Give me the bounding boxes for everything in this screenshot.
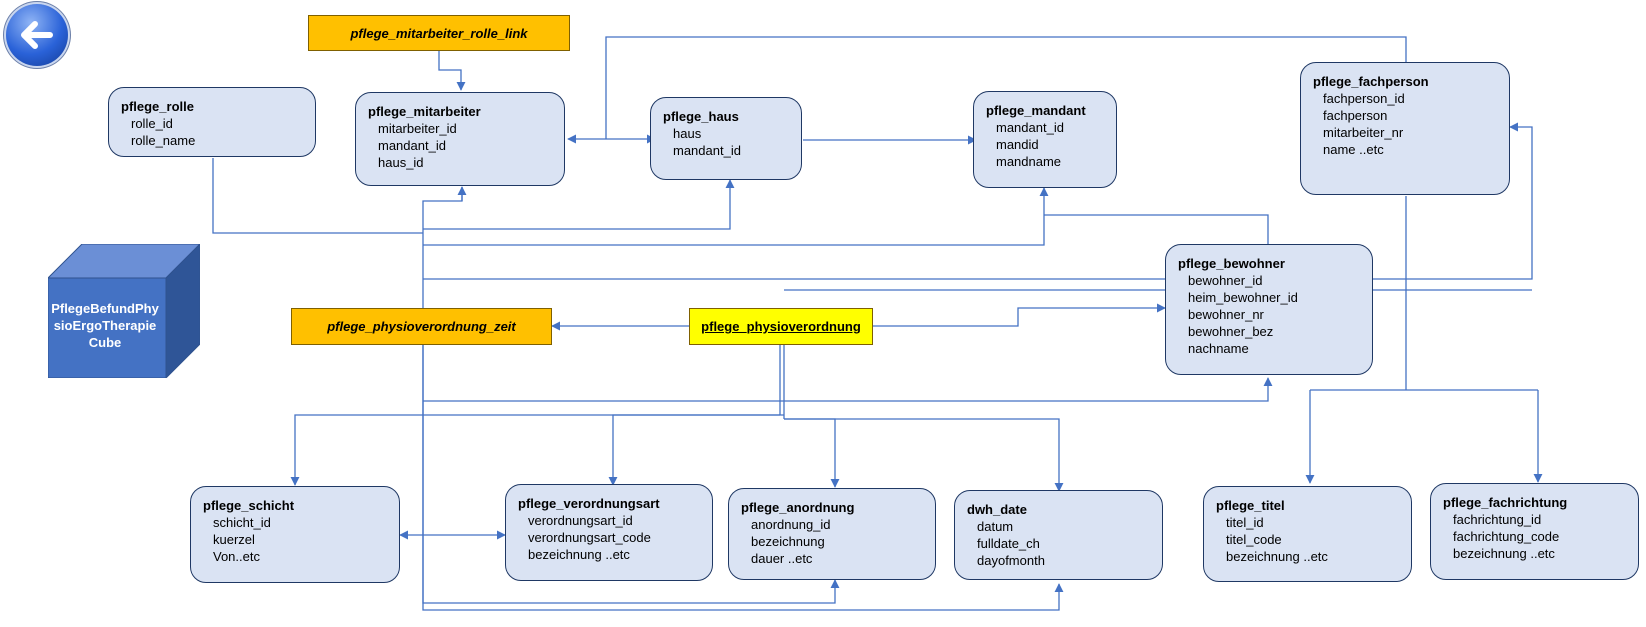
table-field: rolle_name (131, 133, 196, 148)
table-field: verordnungsart_code (528, 530, 651, 545)
table-field: heim_bewohner_id (1188, 290, 1298, 305)
table-field: bewohner_bez (1188, 324, 1274, 339)
table-field: fachrichtung_code (1453, 529, 1560, 544)
mitarbeiter-rolle-link-label: pflege_mitarbeiter_rolle_link (308, 15, 570, 51)
table-field: datum (977, 519, 1014, 534)
table-field: titel_id (1226, 515, 1264, 530)
table-field: fachperson (1323, 108, 1388, 123)
table-title: pflege_anordnung (741, 500, 855, 515)
table-field: rolle_id (131, 116, 173, 131)
table-title: pflege_titel (1216, 498, 1285, 513)
table-field: kuerzel (213, 532, 255, 547)
cube-icon (48, 244, 200, 378)
table-field: name ..etc (1323, 142, 1384, 157)
table-field: bezeichnung (751, 534, 825, 549)
table-field: haus (673, 126, 702, 141)
table-field: bewohner_nr (1188, 307, 1264, 322)
table-field: nachname (1188, 341, 1249, 356)
table-field: mandant_id (673, 143, 741, 158)
table-field: bezeichnung ..etc (1453, 546, 1555, 561)
table-pflege-mitarbeiter[interactable]: pflege_mitarbeiter mitarbeiter_id mandant_… (355, 92, 565, 186)
table-title: pflege_verordnungsart (518, 496, 660, 511)
table-field: mitarbeiter_id (378, 121, 457, 136)
table-field: titel_code (1226, 532, 1282, 547)
table-title: pflege_mandant (986, 103, 1086, 118)
table-field: dayofmonth (977, 553, 1045, 568)
table-field: dauer ..etc (751, 551, 813, 566)
table-field: mandant_id (378, 138, 446, 153)
table-field: schicht_id (213, 515, 271, 530)
table-field: mandname (996, 154, 1062, 169)
table-field: haus_id (378, 155, 424, 170)
table-title: pflege_bewohner (1178, 256, 1285, 271)
arrow-left-icon (21, 21, 53, 49)
table-title: pflege_fachrichtung (1443, 495, 1568, 510)
table-field: verordnungsart_id (528, 513, 633, 528)
table-field: mitarbeiter_nr (1323, 125, 1404, 140)
table-field: anordnung_id (751, 517, 831, 532)
table-field: bezeichnung ..etc (528, 547, 630, 562)
table-title: pflege_haus (663, 109, 739, 124)
table-title: pflege_mitarbeiter (368, 104, 481, 119)
table-title: pflege_fachperson (1313, 74, 1429, 89)
table-pflege-anordnung[interactable]: pflege_anordnung anordnung_id bezeichnung d… (728, 488, 936, 580)
table-field: mandid (996, 137, 1039, 152)
table-title: pflege_rolle (121, 99, 194, 114)
physioverordnung-zeit-label: pflege_physioverordnung_zeit (291, 308, 552, 345)
table-field: fachrichtung_id (1453, 512, 1542, 527)
physioverordnung-label: pflege_physioverordnung (689, 308, 873, 345)
back-button[interactable] (6, 4, 68, 66)
table-title: dwh_date (967, 502, 1027, 517)
table-pflege-fachperson[interactable]: pflege_fachperson fachperson_id fachperson… (1300, 62, 1510, 195)
table-field: Von..etc (213, 549, 260, 564)
table-pflege-bewohner[interactable]: pflege_bewohner bewohner_id heim_bewohner_… (1165, 244, 1373, 375)
table-field: bezeichnung ..etc (1226, 549, 1328, 564)
table-field: fulldate_ch (977, 536, 1040, 551)
table-pflege-rolle[interactable]: pflege_rolle rolle_id rolle_name (108, 87, 316, 157)
table-field: mandant_id (996, 120, 1064, 135)
table-title: pflege_schicht (203, 498, 295, 513)
cube-label: PflegeBefundPhysioErgoTherapieCube (51, 301, 159, 350)
table-field: bewohner_id (1188, 273, 1263, 288)
table-pflege-titel[interactable]: pflege_titel titel_id titel_code bezeichnun… (1203, 486, 1412, 582)
table-field: fachperson_id (1323, 91, 1405, 106)
